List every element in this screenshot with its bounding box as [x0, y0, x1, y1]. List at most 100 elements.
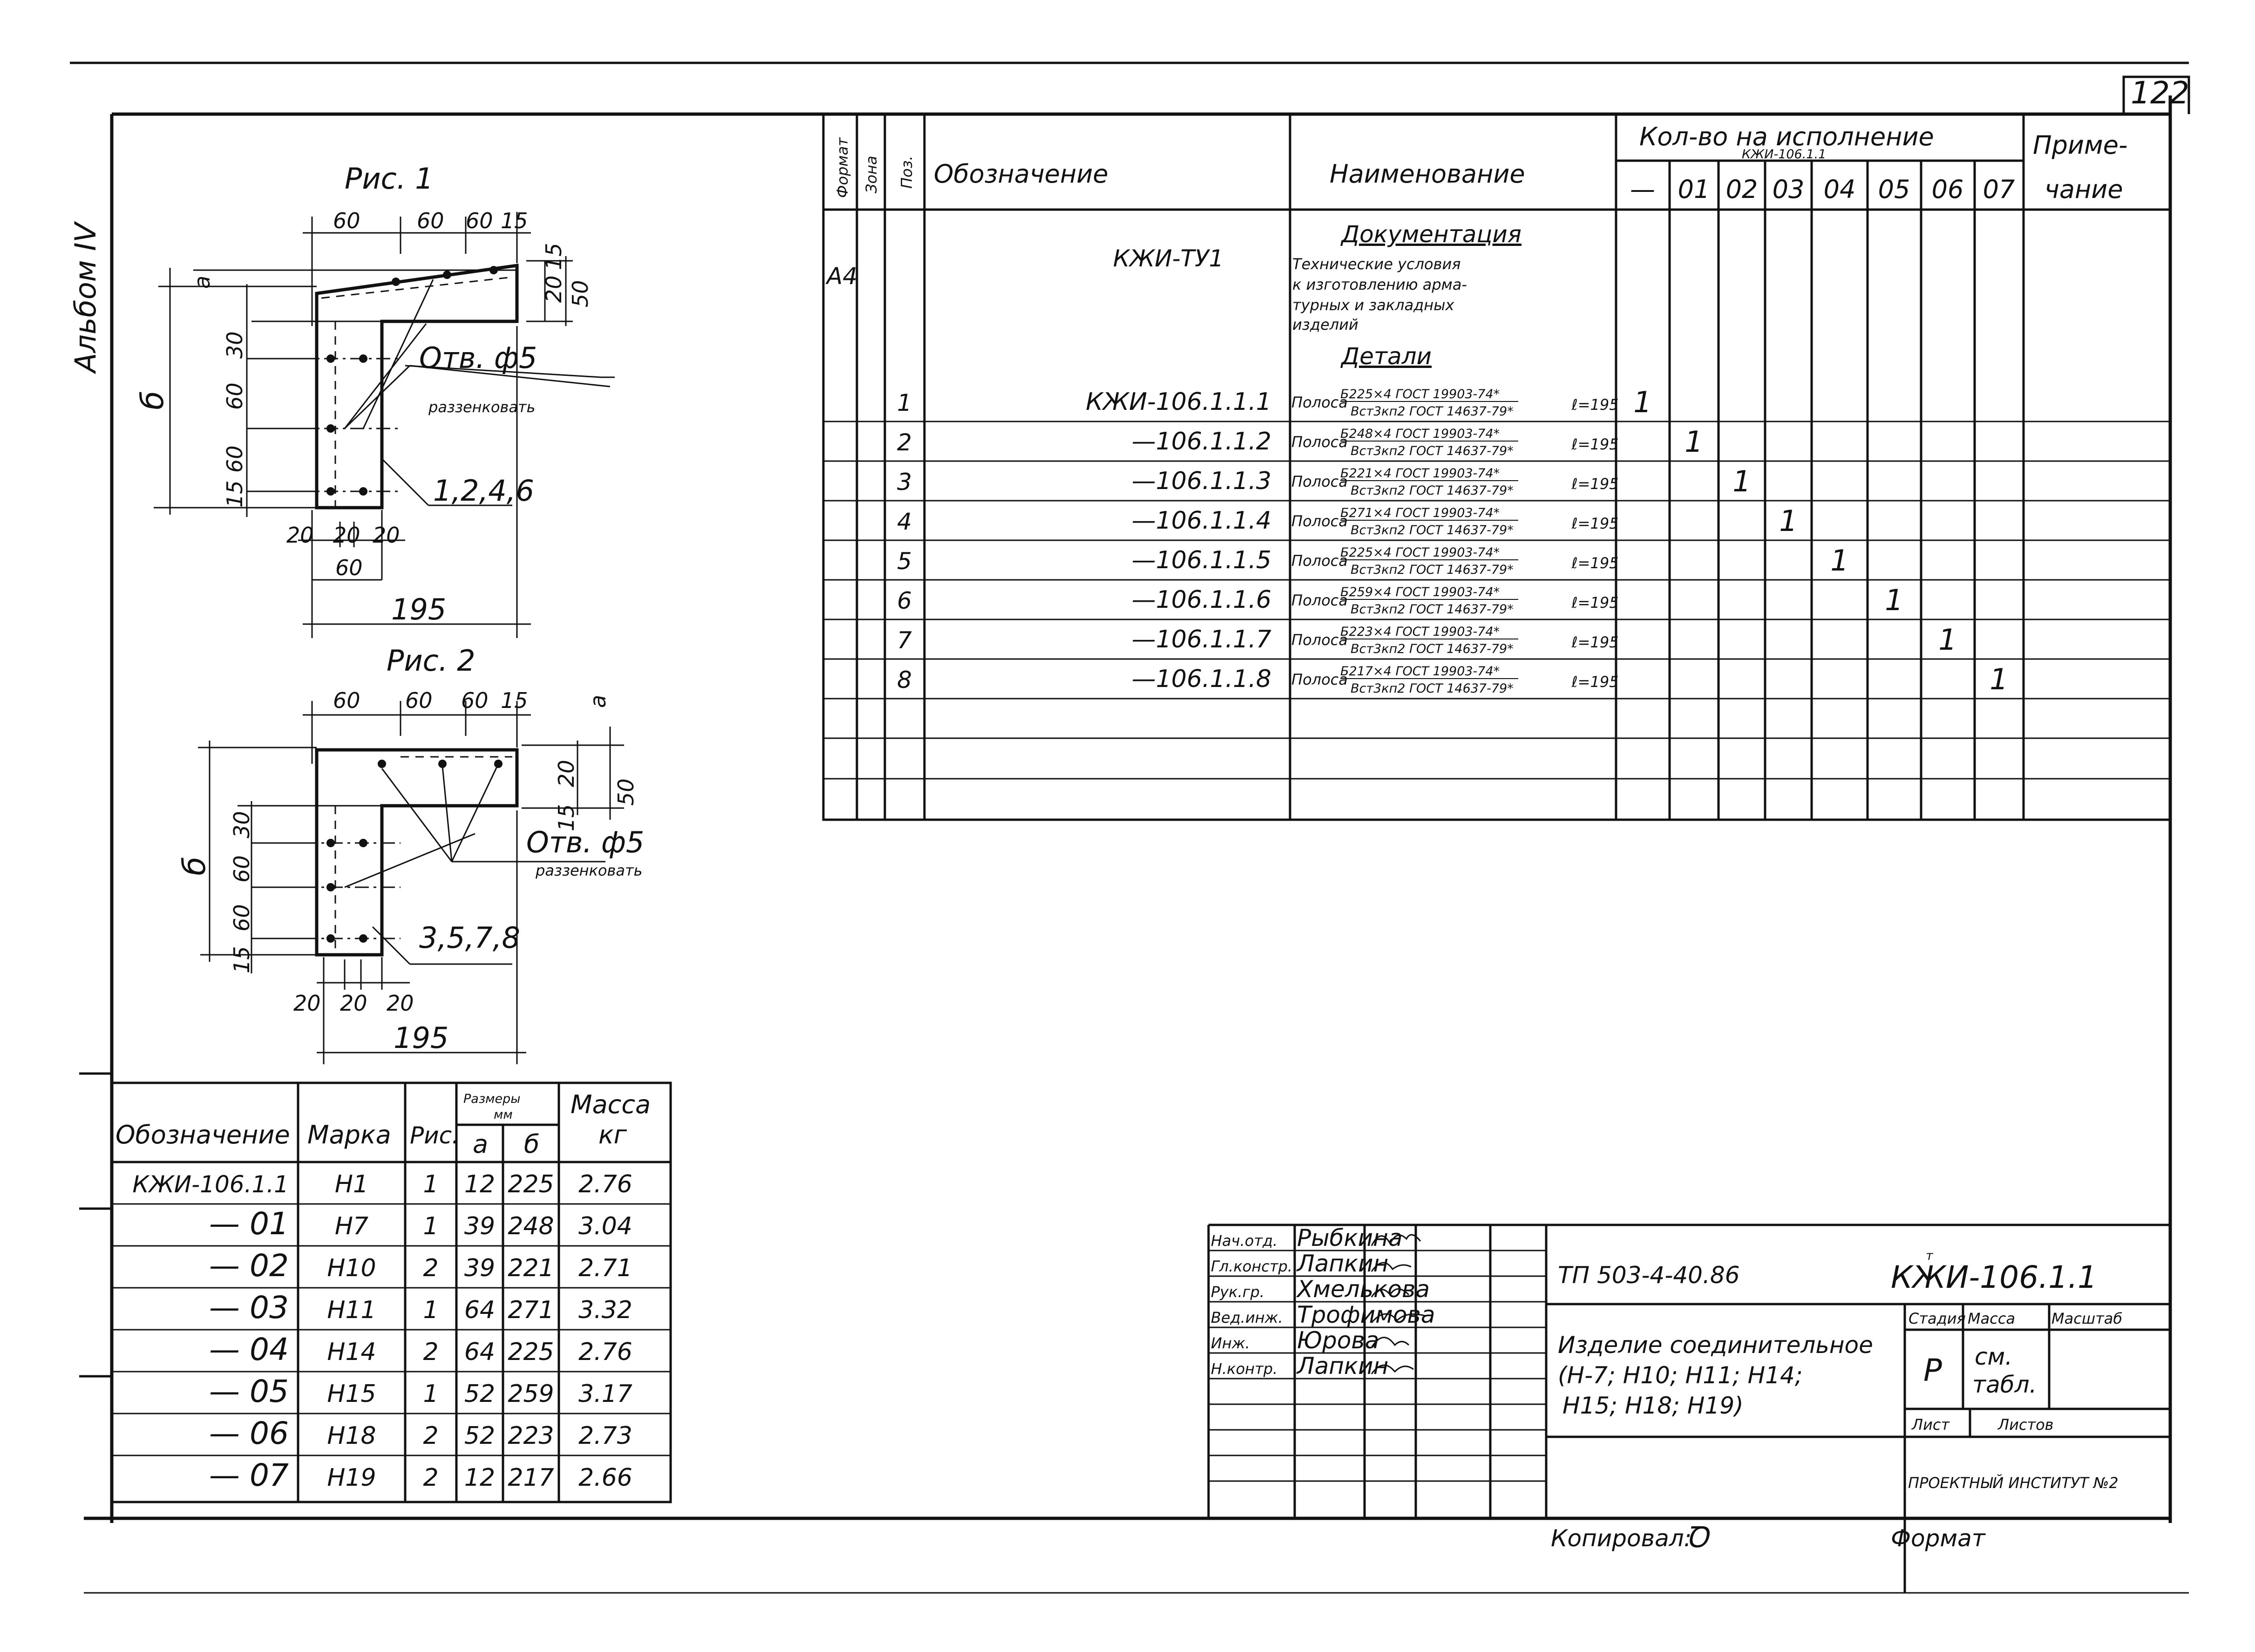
person-role: Гл.констр. — [1211, 1258, 1292, 1275]
spec-row-name-prefix: Полоса — [1291, 512, 1348, 530]
mass-row-mark: Н18 — [327, 1422, 376, 1450]
doc-designation: КЖИ-ТУ1 — [1113, 245, 1224, 272]
fig1-dim-top: 60 — [466, 208, 493, 233]
person-name: Лапкин — [1296, 1353, 1388, 1380]
fig1-dim-bottom-60: 60 — [335, 555, 363, 580]
person-name: Хмелькова — [1296, 1276, 1430, 1303]
doc-name-line: Технические условия — [1292, 255, 1461, 273]
mass-row-mass: 3.04 — [578, 1212, 632, 1240]
variant-header: 03 — [1773, 175, 1805, 204]
spec-header-qty-group: Кол-во на исполнение — [1639, 122, 1934, 151]
spec-header-qty-overlay: КЖИ-106.1.1 — [1742, 147, 1826, 162]
fig2-dim-top: 60 — [405, 688, 433, 713]
mass-row-b: 225 — [508, 1170, 554, 1198]
spec-row-spec-bottom: Вст3кп2 ГОСТ 14637-79* — [1351, 523, 1514, 537]
person-role: Рук.гр. — [1211, 1283, 1264, 1301]
scale-label: Масштаб — [2051, 1310, 2122, 1327]
spec-row-spec-top: Б217×4 ГОСТ 19903-74* — [1340, 664, 1500, 679]
spec-row-designation: КЖИ-106.1.1.1 — [1086, 388, 1271, 416]
spec-row-pos: 4 — [897, 508, 912, 535]
spec-row-spec-top: Б248×4 ГОСТ 19903-74* — [1340, 427, 1500, 441]
fig1-countersink: раззенковать — [428, 398, 535, 416]
mass-row-fig: 2 — [423, 1464, 438, 1492]
spec-row-pos: 2 — [897, 429, 912, 456]
fig1-dim-right: 15 — [541, 243, 566, 270]
sheets-label: Листов — [1997, 1416, 2054, 1434]
spec-row-designation: —106.1.1.7 — [1132, 625, 1271, 653]
spec-header-variants: — 01 02 03 04 05 06 07 — [1630, 175, 2015, 204]
fig2-dim-top: 60 — [461, 688, 489, 713]
fig2-dim-right: 20 — [554, 760, 579, 787]
mass-row-a: 64 — [464, 1338, 495, 1366]
spec-row-spec-top: Б223×4 ГОСТ 19903-74* — [1340, 625, 1500, 639]
mass-row-b: 271 — [508, 1296, 554, 1324]
person-role: Нач.отд. — [1211, 1232, 1277, 1250]
person-role: Инж. — [1211, 1334, 1250, 1352]
fig2-dim-right: 15 — [554, 804, 579, 831]
mass-label: Масса — [1968, 1310, 2015, 1327]
title-block-rows — [1209, 1250, 1546, 1482]
variant-header: 05 — [1878, 175, 1910, 204]
spec-row-pos: 3 — [897, 469, 912, 496]
title-line: Н15; Н18; Н19) — [1562, 1392, 1744, 1419]
mass-header-dims: Размеры — [463, 1092, 521, 1106]
mass-row-fig: 2 — [423, 1422, 438, 1450]
mass-row-designation: КЖИ-106.1.1 — [132, 1171, 289, 1198]
spec-row-name-prefix: Полоса — [1291, 394, 1348, 411]
spec-row-qty: 1 — [1885, 583, 1903, 617]
spec-row-length: ℓ=195 — [1571, 673, 1618, 691]
page-number: 122 — [2131, 75, 2189, 111]
spec-row-name-prefix: Полоса — [1291, 671, 1348, 688]
spec-row-designation: —106.1.1.5 — [1132, 546, 1271, 574]
mass-table: Обозначение Марка Рис. Размеры мм а б Ма… — [110, 1081, 672, 1503]
spec-row-designation: —106.1.1.6 — [1132, 586, 1271, 614]
mass-row-mass: 2.76 — [578, 1170, 632, 1198]
fig2-dim-right: 50 — [613, 778, 638, 806]
spec-row-spec-bottom: Вст3кп2 ГОСТ 14637-79* — [1351, 483, 1514, 498]
fig2-dim-left: 60 — [229, 904, 254, 931]
spec-row-pos: 8 — [897, 666, 912, 693]
spec-row-name-prefix: Полоса — [1291, 591, 1348, 609]
spec-row-spec-top: Б225×4 ГОСТ 19903-74* — [1340, 545, 1500, 560]
mass-row-a: 52 — [464, 1422, 495, 1450]
fig1-dim-left: 60 — [222, 382, 247, 410]
doc-code-overlay: т — [1926, 1249, 1934, 1263]
mass-row-designation: — 06 — [209, 1415, 289, 1451]
spec-header-designation: Обозначение — [934, 159, 1108, 189]
doc-format: А4 — [825, 263, 857, 290]
mass-row-mark: Н14 — [327, 1338, 376, 1366]
mass-row-designation: — 02 — [209, 1248, 289, 1284]
mass-value-2: табл. — [1972, 1371, 2037, 1398]
spec-row-qty: 1 — [1633, 385, 1651, 419]
mass-row-a: 52 — [464, 1380, 495, 1408]
spec-row-length: ℓ=195 — [1571, 515, 1618, 532]
mass-row-fig: 2 — [423, 1254, 438, 1282]
doc-name-line: к изготовлению арма- — [1292, 276, 1467, 293]
copied-label: Копировал: — [1551, 1525, 1692, 1552]
mass-header-dims-unit: мм — [494, 1108, 513, 1122]
fig1-dim-left: 60 — [222, 445, 247, 473]
spec-row-spec-top: Б221×4 ГОСТ 19903-74* — [1340, 466, 1500, 481]
spec-header-pos: Поз. — [898, 156, 916, 189]
mass-header-fig: Рис. — [410, 1122, 459, 1149]
mass-row-b: 223 — [508, 1422, 554, 1450]
fig2-dim-bottom: 20 — [293, 991, 321, 1016]
mass-row-fig: 1 — [423, 1380, 438, 1408]
fig2-dim-left: 60 — [229, 855, 254, 883]
fig2-dim-bottom: 20 — [340, 991, 367, 1016]
title-line: Изделие соединительное — [1558, 1332, 1873, 1359]
spec-row-pos: 5 — [897, 548, 912, 575]
mass-row-designation: — 01 — [209, 1206, 289, 1242]
spec-row-spec-bottom: Вст3кп2 ГОСТ 14637-79* — [1351, 681, 1514, 696]
mass-row-b: 217 — [508, 1464, 554, 1492]
spec-row-pos: 6 — [897, 587, 912, 614]
mass-row-mass: 3.32 — [578, 1296, 632, 1324]
title-line: (Н-7; Н10; Н11; Н14; — [1558, 1362, 1803, 1389]
doc-name-line: турных и закладных — [1292, 296, 1454, 314]
